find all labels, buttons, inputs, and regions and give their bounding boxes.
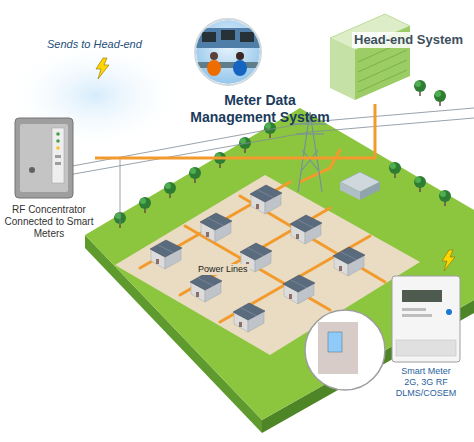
rf-concentrator: RF Concentrator Connected to Smart Meter…	[3, 112, 95, 244]
node-label: Head-end System	[352, 32, 465, 48]
mdms-globe: Meter Data Management System	[180, 16, 340, 136]
area-label: Power Lines	[196, 264, 250, 275]
smart-meter: Smart Meter 2G, 3G RF DLMS/COSEM	[382, 270, 470, 403]
node-label: RF Concentrator Connected to Smart Meter…	[3, 204, 95, 240]
node-label: Smart Meter 2G, 3G RF DLMS/COSEM	[394, 366, 458, 398]
node-label: Meter Data Management System	[182, 92, 338, 126]
head-end-building: Head-end System	[330, 12, 470, 104]
link-label: Sends to Head-end	[45, 38, 144, 51]
